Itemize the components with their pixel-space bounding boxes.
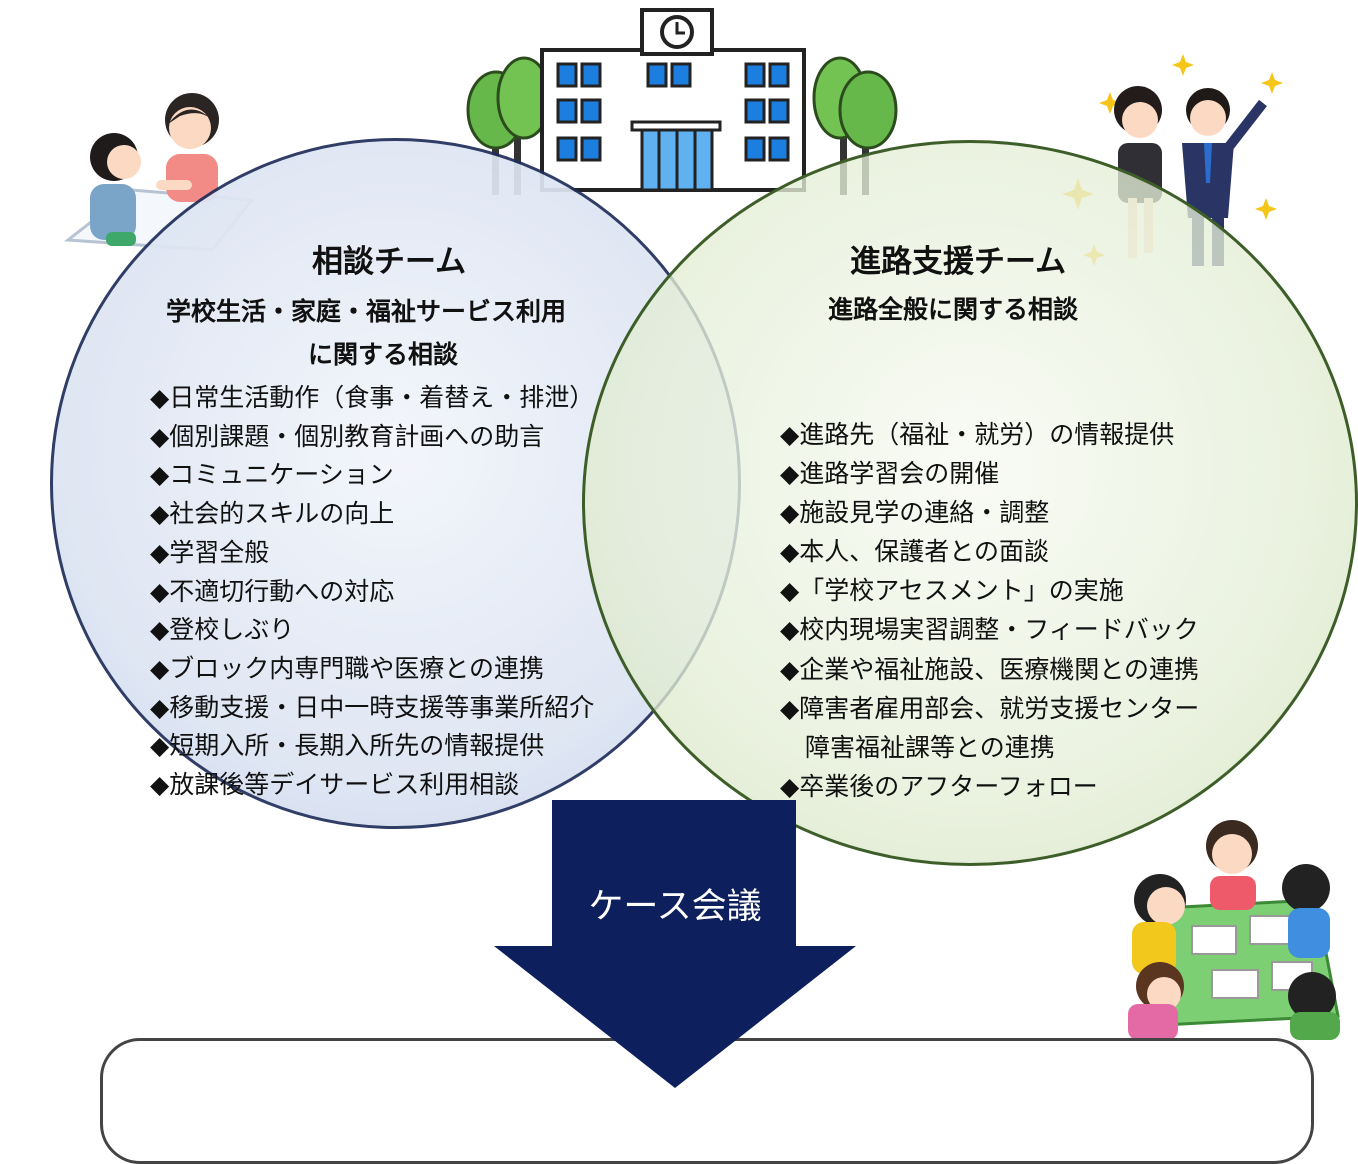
case-meeting-label: ケース会議 (588, 887, 762, 927)
consult-team-subtitle-line2: に関する相談 (308, 340, 459, 369)
meeting-illustration (1128, 820, 1340, 1040)
list-item: ◆企業や福祉施設、医療機関との連携 (780, 654, 1199, 684)
case-meeting-arrow (494, 800, 856, 1088)
list-item: ◆卒業後のアフターフォロー (780, 771, 1098, 801)
school-building-illustration (466, 8, 898, 195)
list-item: ◆登校しぶり (150, 615, 295, 645)
list-item: ◆「学校アセスメント」の実施 (780, 576, 1124, 606)
list-item: ◆施設見学の連絡・調整 (780, 498, 1050, 528)
list-item: ◆進路先（福祉・就労）の情報提供 (780, 420, 1175, 449)
list-item: ◆不適切行動への対応 (150, 576, 395, 606)
list-item: ◆放課後等デイサービス利用相談 (150, 770, 520, 800)
consult-team-title: 相談チーム (312, 244, 467, 280)
list-item: ◆学習全般 (150, 537, 270, 567)
career-team-title: 進路支援チーム (850, 244, 1067, 280)
list-item: ◆日常生活動作（食事・着替え・排泄） (150, 383, 595, 412)
career-team-subtitle: 進路全般に関する相談 (828, 295, 1079, 324)
list-item: ◆障害者雇用部会、就労支援センター (780, 693, 1200, 723)
list-item: ◆進路学習会の開催 (780, 459, 1000, 489)
list-item: ◆移動支援・日中一時支援等事業所紹介 (150, 692, 595, 722)
list-item: ◆校内現場実習調整・フィードバック (780, 615, 1199, 645)
consult-team-items: ◆日常生活動作（食事・着替え・排泄） ◆個別課題・個別教育計画への助言 ◆コミュ… (150, 379, 594, 805)
list-item: ◆短期入所・長期入所先の情報提供 (150, 731, 545, 761)
list-item: ◆ブロック内専門職や医療との連携 (150, 653, 544, 683)
career-team-circle (582, 140, 1358, 866)
career-team-items: ◆進路先（福祉・就労）の情報提供 ◆進路学習会の開催 ◆施設見学の連絡・調整 ◆… (780, 415, 1199, 806)
list-item: ◆個別課題・個別教育計画への助言 (150, 421, 545, 451)
list-item: 障害福祉課等との連携 (780, 732, 1055, 762)
list-item: ◆社会的スキルの向上 (150, 499, 395, 529)
list-item: ◆コミュニケーション (150, 460, 394, 490)
consult-team-subtitle-line1: 学校生活・家庭・福祉サービス利用 (166, 297, 567, 326)
list-item: ◆本人、保護者との面談 (780, 537, 1049, 567)
